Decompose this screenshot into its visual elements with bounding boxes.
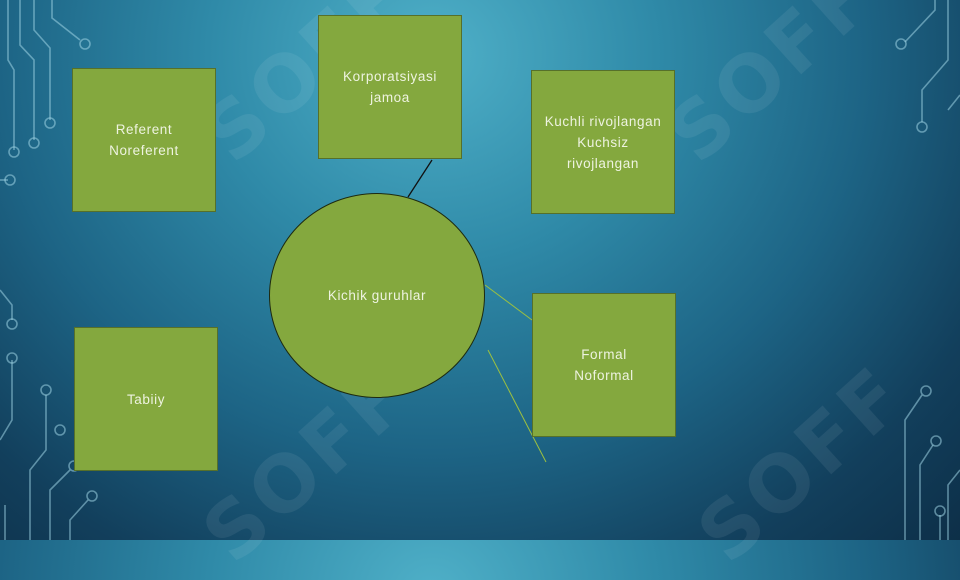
box-formal: Formal Noformal [532, 293, 676, 437]
box-development-label: Kuchli rivojlangan Kuchsiz rivojlangan [544, 113, 662, 171]
box-natural-label: Tabiiy [126, 391, 166, 407]
decoration-layer [0, 0, 960, 540]
center-label: Kichik guruhlar [327, 288, 427, 303]
box-referent-label: Referent Noreferent [109, 122, 179, 158]
right-circuit-top-icon [895, 0, 960, 133]
left-circuit-bottom-icon [0, 289, 98, 540]
box-formal-label: Formal Noformal [574, 347, 634, 383]
connector-corporate [407, 159, 433, 198]
box-referent: Referent Noreferent [72, 68, 216, 212]
center-circle: Kichik guruhlar [269, 193, 485, 398]
connector-formal-upper [484, 284, 533, 321]
box-development: Kuchli rivojlangan Kuchsiz rivojlangan [531, 70, 675, 214]
connector-formal-lower [487, 349, 547, 463]
box-corporate-label: Korporatsiyasi jamoa [343, 69, 437, 105]
left-circuit-top-icon [0, 0, 91, 186]
slide: SOFF SOFF SOFF SOFF Korporatsiyasi jamoa… [0, 0, 960, 540]
box-corporate: Korporatsiyasi jamoa [318, 15, 462, 159]
right-circuit-bottom-icon [904, 385, 960, 540]
box-natural: Tabiiy [74, 327, 218, 471]
